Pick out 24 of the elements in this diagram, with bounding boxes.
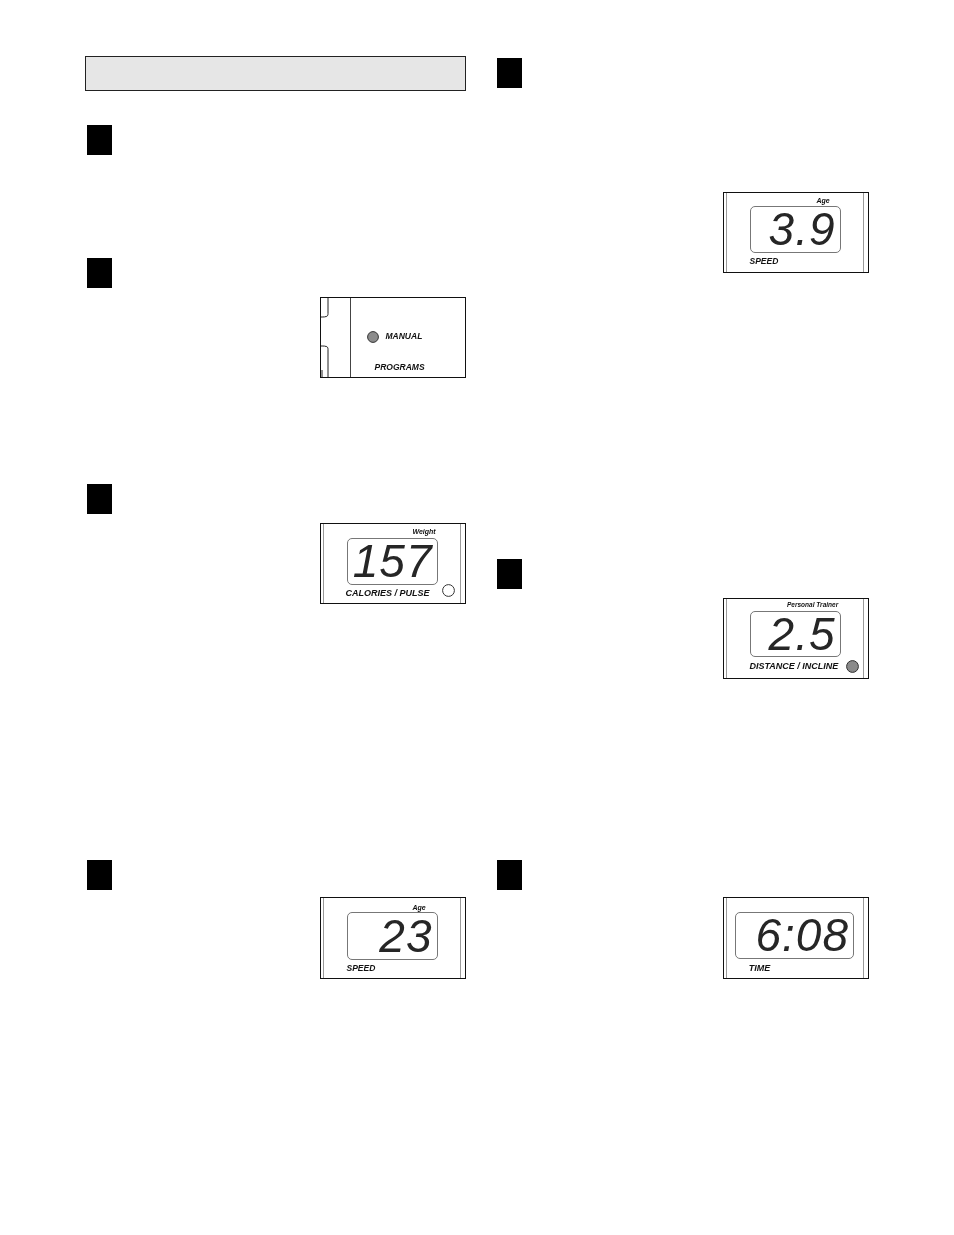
lcd-screen (749, 205, 841, 253)
lcd-screen (735, 911, 854, 959)
display-label: TIME (748, 964, 771, 973)
console-panel (320, 523, 466, 604)
display-label: SPEED (749, 257, 779, 266)
display-label: SPEED (346, 964, 376, 973)
console-panel (723, 192, 869, 273)
title-bar (85, 56, 466, 91)
lcd-screen (346, 537, 438, 585)
display-value: 6:08 (755, 915, 849, 955)
display-value: 2.5 (768, 613, 836, 654)
lcd-screen (346, 911, 438, 960)
lcd-screen (749, 610, 841, 657)
display-value: 3.9 (768, 209, 836, 249)
display-value: 23 (379, 915, 433, 956)
console-panel (723, 598, 869, 679)
console-panel (320, 297, 466, 378)
console-panel (320, 897, 466, 979)
display-label: DISTANCE / INCLINE (749, 662, 839, 671)
console-panel (723, 897, 869, 979)
display-value: 157 (352, 541, 433, 581)
program-label: MANUAL (385, 331, 423, 340)
program-label: PROGRAMS (374, 363, 425, 372)
display-label: CALORIES / PULSE (345, 589, 430, 598)
